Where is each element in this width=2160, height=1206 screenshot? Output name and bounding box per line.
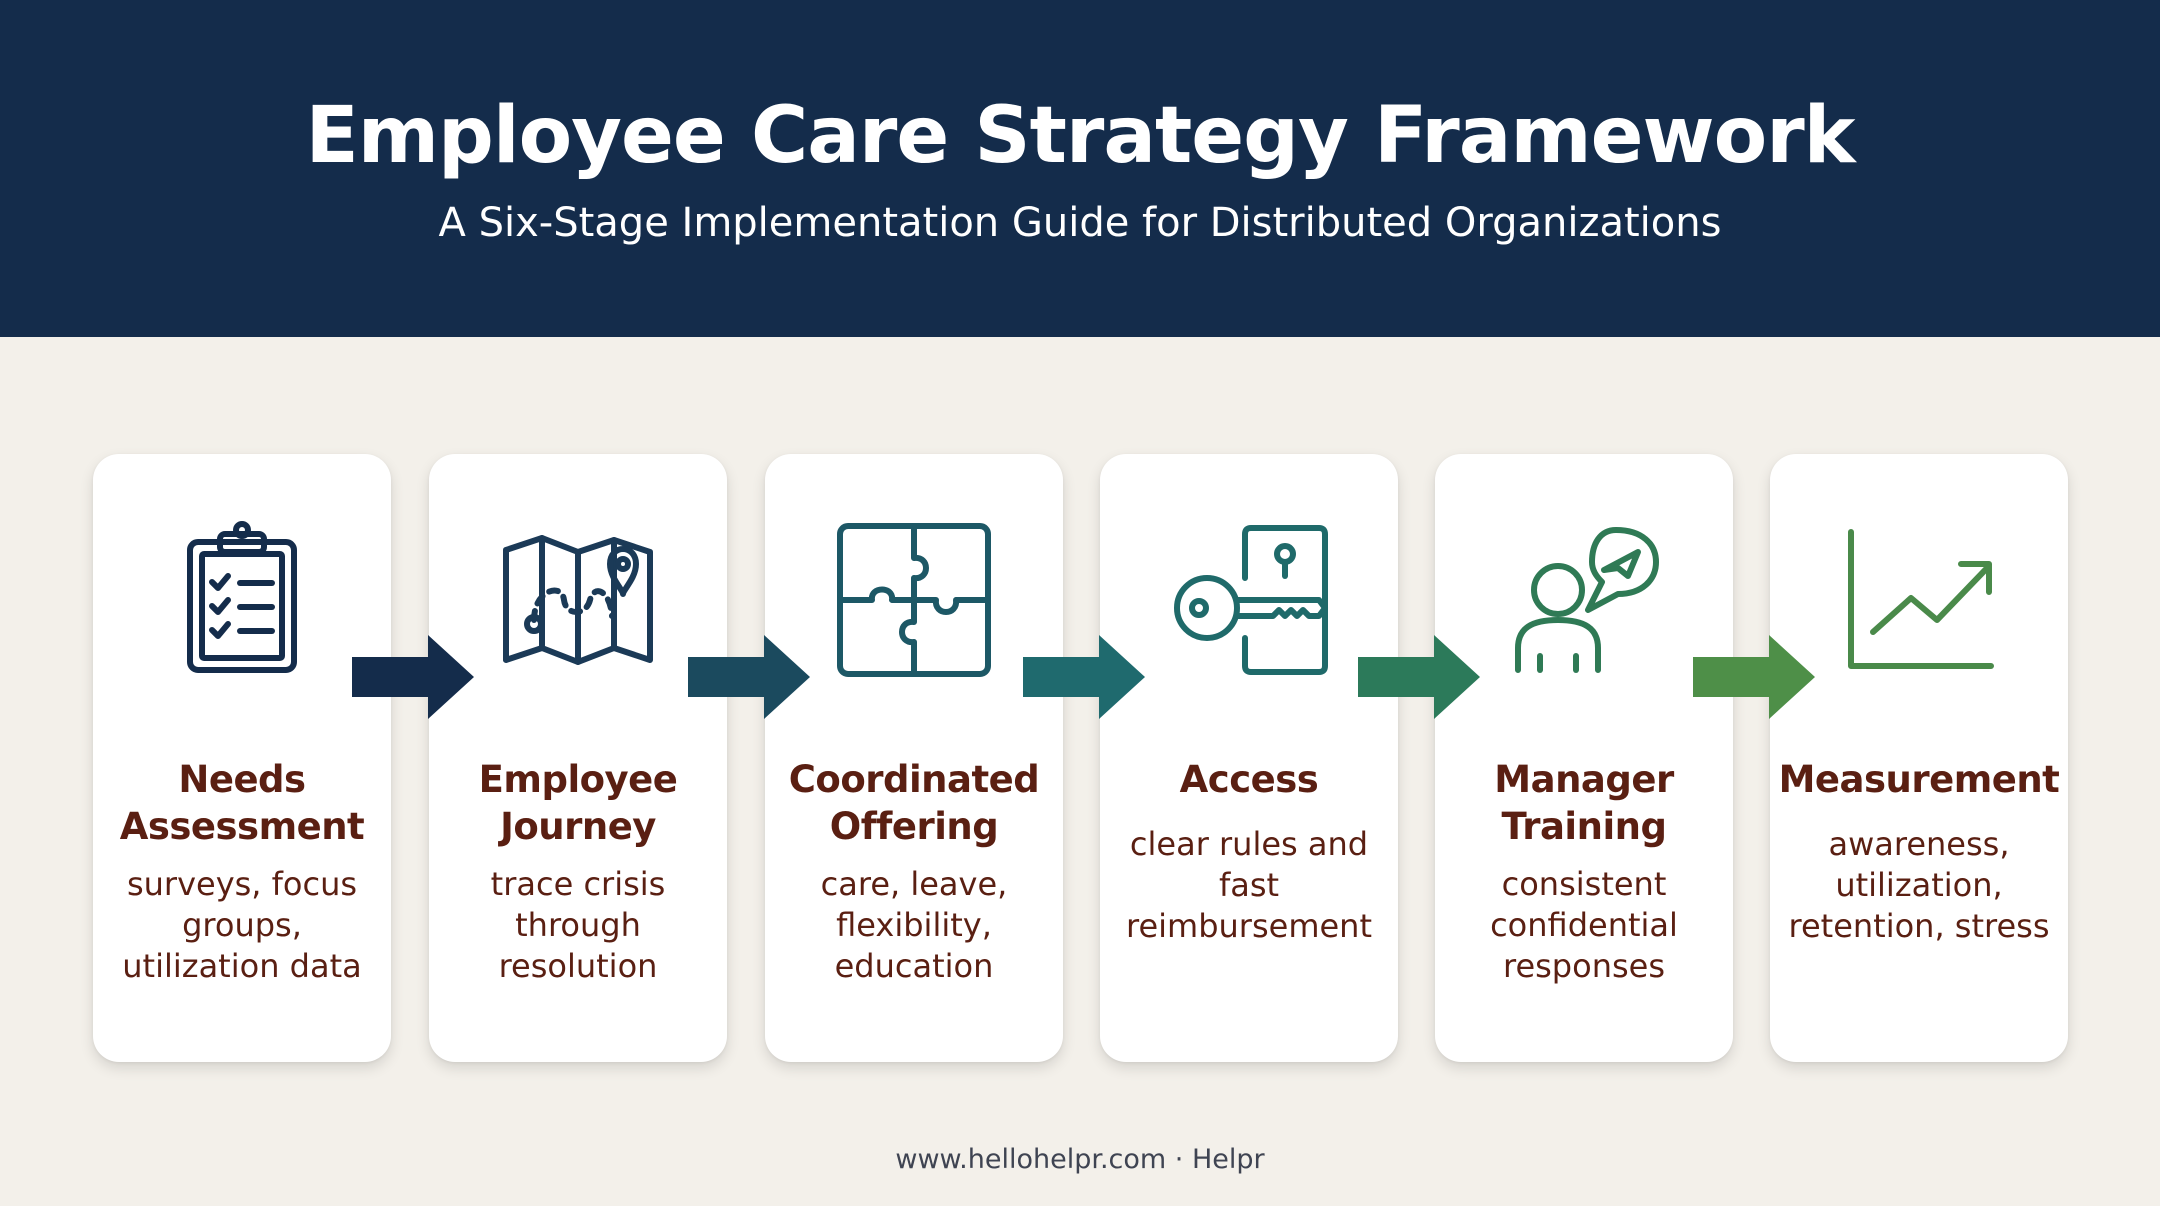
stage-card-coordinated-offering: Coordinated Offering care, leave, flexib… [765, 454, 1063, 1062]
page-title: Employee Care Strategy Framework [305, 91, 1855, 181]
stage-description: surveys, focus groups, utilization data [122, 865, 362, 985]
stage-title: Coordinated Offering [788, 758, 1040, 848]
stage-card-access: Access clear rules and fast reimbursemen… [1100, 454, 1398, 1062]
puzzle-icon [834, 520, 994, 680]
flow-arrow-1 [352, 635, 474, 719]
stage-title: Needs Assessment [119, 758, 365, 848]
stage-description: trace crisis through resolution [490, 865, 666, 985]
key-lock-icon [1169, 520, 1329, 680]
stage-card-needs-assessment: Needs Assessment surveys, focus groups, … [93, 454, 391, 1062]
footer-credit: www.hellohelpr.com · Helpr [895, 1144, 1265, 1175]
stage-title: Manager Training [1494, 758, 1674, 848]
flow-arrow-3 [1023, 635, 1145, 719]
stage-card-measurement: Measurement awareness, utilization, rete… [1770, 454, 2068, 1062]
flow-arrow-5 [1693, 635, 1815, 719]
stage-title: Measurement [1778, 758, 2060, 801]
stage-card-manager-training: Manager Training consistent confidential… [1435, 454, 1733, 1062]
header-banner: Employee Care Strategy Framework A Six-S… [0, 0, 2160, 337]
rising-chart-icon [1839, 520, 1999, 680]
clipboard-checklist-icon [162, 520, 322, 680]
person-speech-icon [1504, 520, 1664, 680]
map-route-icon [498, 520, 658, 680]
stage-description: consistent confidential responses [1490, 865, 1678, 985]
stage-title: Employee Journey [478, 758, 678, 848]
flow-arrow-2 [688, 635, 810, 719]
stage-description: clear rules and fast reimbursement [1126, 825, 1372, 945]
page-subtitle: A Six-Stage Implementation Guide for Dis… [438, 200, 1722, 246]
stage-description: care, leave, flexibility, education [820, 865, 1008, 985]
stage-description: awareness, utilization, retention, stres… [1788, 825, 2050, 945]
stage-card-employee-journey: Employee Journey trace crisis through re… [429, 454, 727, 1062]
flow-arrow-4 [1358, 635, 1480, 719]
stage-title: Access [1179, 758, 1319, 801]
